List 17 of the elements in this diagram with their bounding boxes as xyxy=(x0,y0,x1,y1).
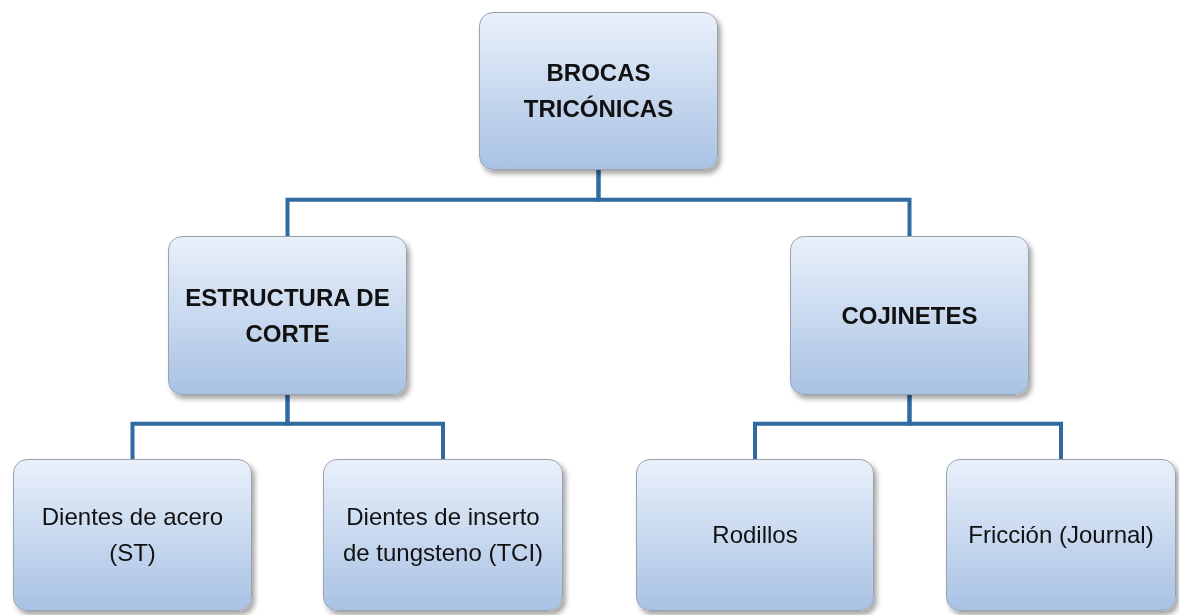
node-label: Rodillos xyxy=(712,520,798,550)
node-box xyxy=(323,459,563,611)
connector-line xyxy=(907,395,1063,459)
node-label: Dientes de acero (ST) xyxy=(40,502,225,568)
connector-line xyxy=(285,395,445,459)
node-box xyxy=(479,12,718,170)
node-box xyxy=(168,236,407,395)
node-box xyxy=(13,459,252,611)
node-label: Dientes de inserto de tungsteno (TCI) xyxy=(341,502,545,568)
node-label: Fricción (Journal) xyxy=(968,520,1154,550)
node-label: BROCAS TRICÓNICAS xyxy=(522,58,675,124)
node-box xyxy=(946,459,1176,611)
node-box xyxy=(636,459,874,611)
node-label: ESTRUCTURA DE CORTE xyxy=(184,282,391,349)
node-box xyxy=(790,236,1029,395)
connector-line xyxy=(596,170,912,236)
node-label: COJINETES xyxy=(841,300,978,331)
